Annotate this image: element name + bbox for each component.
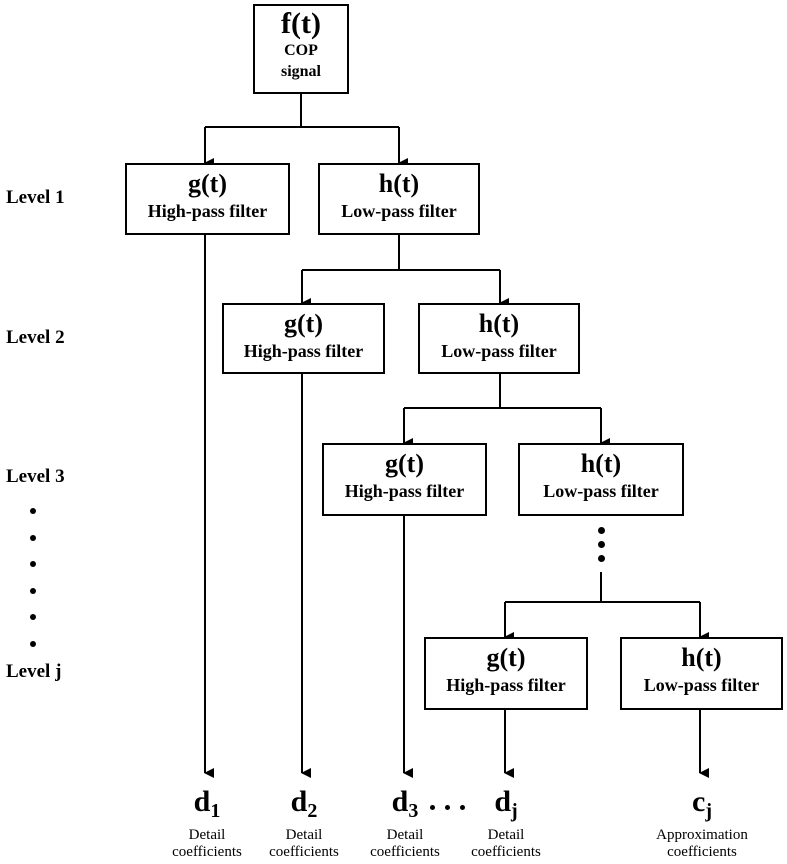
level-continuation-dot [30,641,36,647]
coefficient-label-line1: Detail [188,827,226,843]
level-continuation-dot [30,561,36,567]
level1-lowpass-box: h(t) Low-pass filter [318,163,480,235]
ellipsis-dots [430,797,480,810]
highpass-function: g(t) [188,169,227,198]
coefficient-label-line2: coefficients [667,844,737,860]
level-j-label: Level j [6,661,62,682]
highpass-function: g(t) [284,309,323,338]
level-continuation-dot [30,588,36,594]
coefficient-symbol: d1 [193,785,221,823]
cop-signal-box: f(t) COP signal [253,4,349,94]
levelj-highpass-box: g(t) High-pass filter [424,637,588,710]
coefficient-symbol: cj [692,785,712,823]
highpass-label: High-pass filter [243,341,364,361]
lowpass-function: h(t) [580,449,622,478]
lowpass-label: Low-pass filter [543,481,659,501]
coefficient-symbol: dj [494,785,518,823]
lowpass-function: h(t) [378,169,420,198]
level2-lowpass-box: h(t) Low-pass filter [418,303,580,374]
coefficient-label-line1: Detail [285,827,323,843]
highpass-function: g(t) [385,449,424,478]
coefficient-d3: d3 Detail coefficients [350,786,460,861]
continuation-dot [598,527,605,534]
root-function: f(t) [281,7,321,40]
continuation-dot [598,541,605,548]
coefficient-symbol: d2 [290,785,318,823]
lowpass-label: Low-pass filter [643,675,760,695]
level-continuation-dot [30,535,36,541]
lowpass-function: h(t) [478,309,520,338]
level-1-label: Level 1 [6,187,65,208]
level3-highpass-box: g(t) High-pass filter [322,443,487,516]
coefficient-cj: cj Approximation coefficients [627,786,777,861]
level-continuation-dot [30,614,36,620]
levelj-lowpass-box: h(t) Low-pass filter [620,637,783,710]
highpass-function: g(t) [486,643,526,672]
coefficient-label-line2: coefficients [269,844,339,860]
level2-highpass-box: g(t) High-pass filter [222,303,385,374]
level-2-label: Level 2 [6,327,65,348]
root-label-line2: signal [280,63,321,80]
coefficient-d2: d2 Detail coefficients [249,786,359,861]
lowpass-label: Low-pass filter [441,341,557,361]
highpass-label: High-pass filter [344,481,465,501]
lowpass-function: h(t) [681,643,722,672]
coefficient-symbol: d3 [391,785,419,823]
coefficient-label-line2: coefficients [172,844,242,860]
highpass-label: High-pass filter [147,201,268,221]
continuation-dot [598,555,605,562]
level-continuation-dot [30,508,36,514]
level1-highpass-box: g(t) High-pass filter [125,163,290,235]
coefficient-label-line1: Detail [386,827,424,843]
coefficient-label-line1: Detail [487,827,525,843]
coefficient-d1: d1 Detail coefficients [152,786,262,861]
coefficient-dj: dj Detail coefficients [451,786,561,861]
level3-lowpass-box: h(t) Low-pass filter [518,443,684,516]
coefficient-label-line2: coefficients [471,844,541,860]
coefficient-label-line2: coefficients [370,844,440,860]
root-label-line1: COP [284,42,318,59]
highpass-label: High-pass filter [446,675,566,695]
coefficient-label-line1: Approximation [656,827,748,843]
level-3-label: Level 3 [6,466,65,487]
lowpass-label: Low-pass filter [341,201,457,221]
